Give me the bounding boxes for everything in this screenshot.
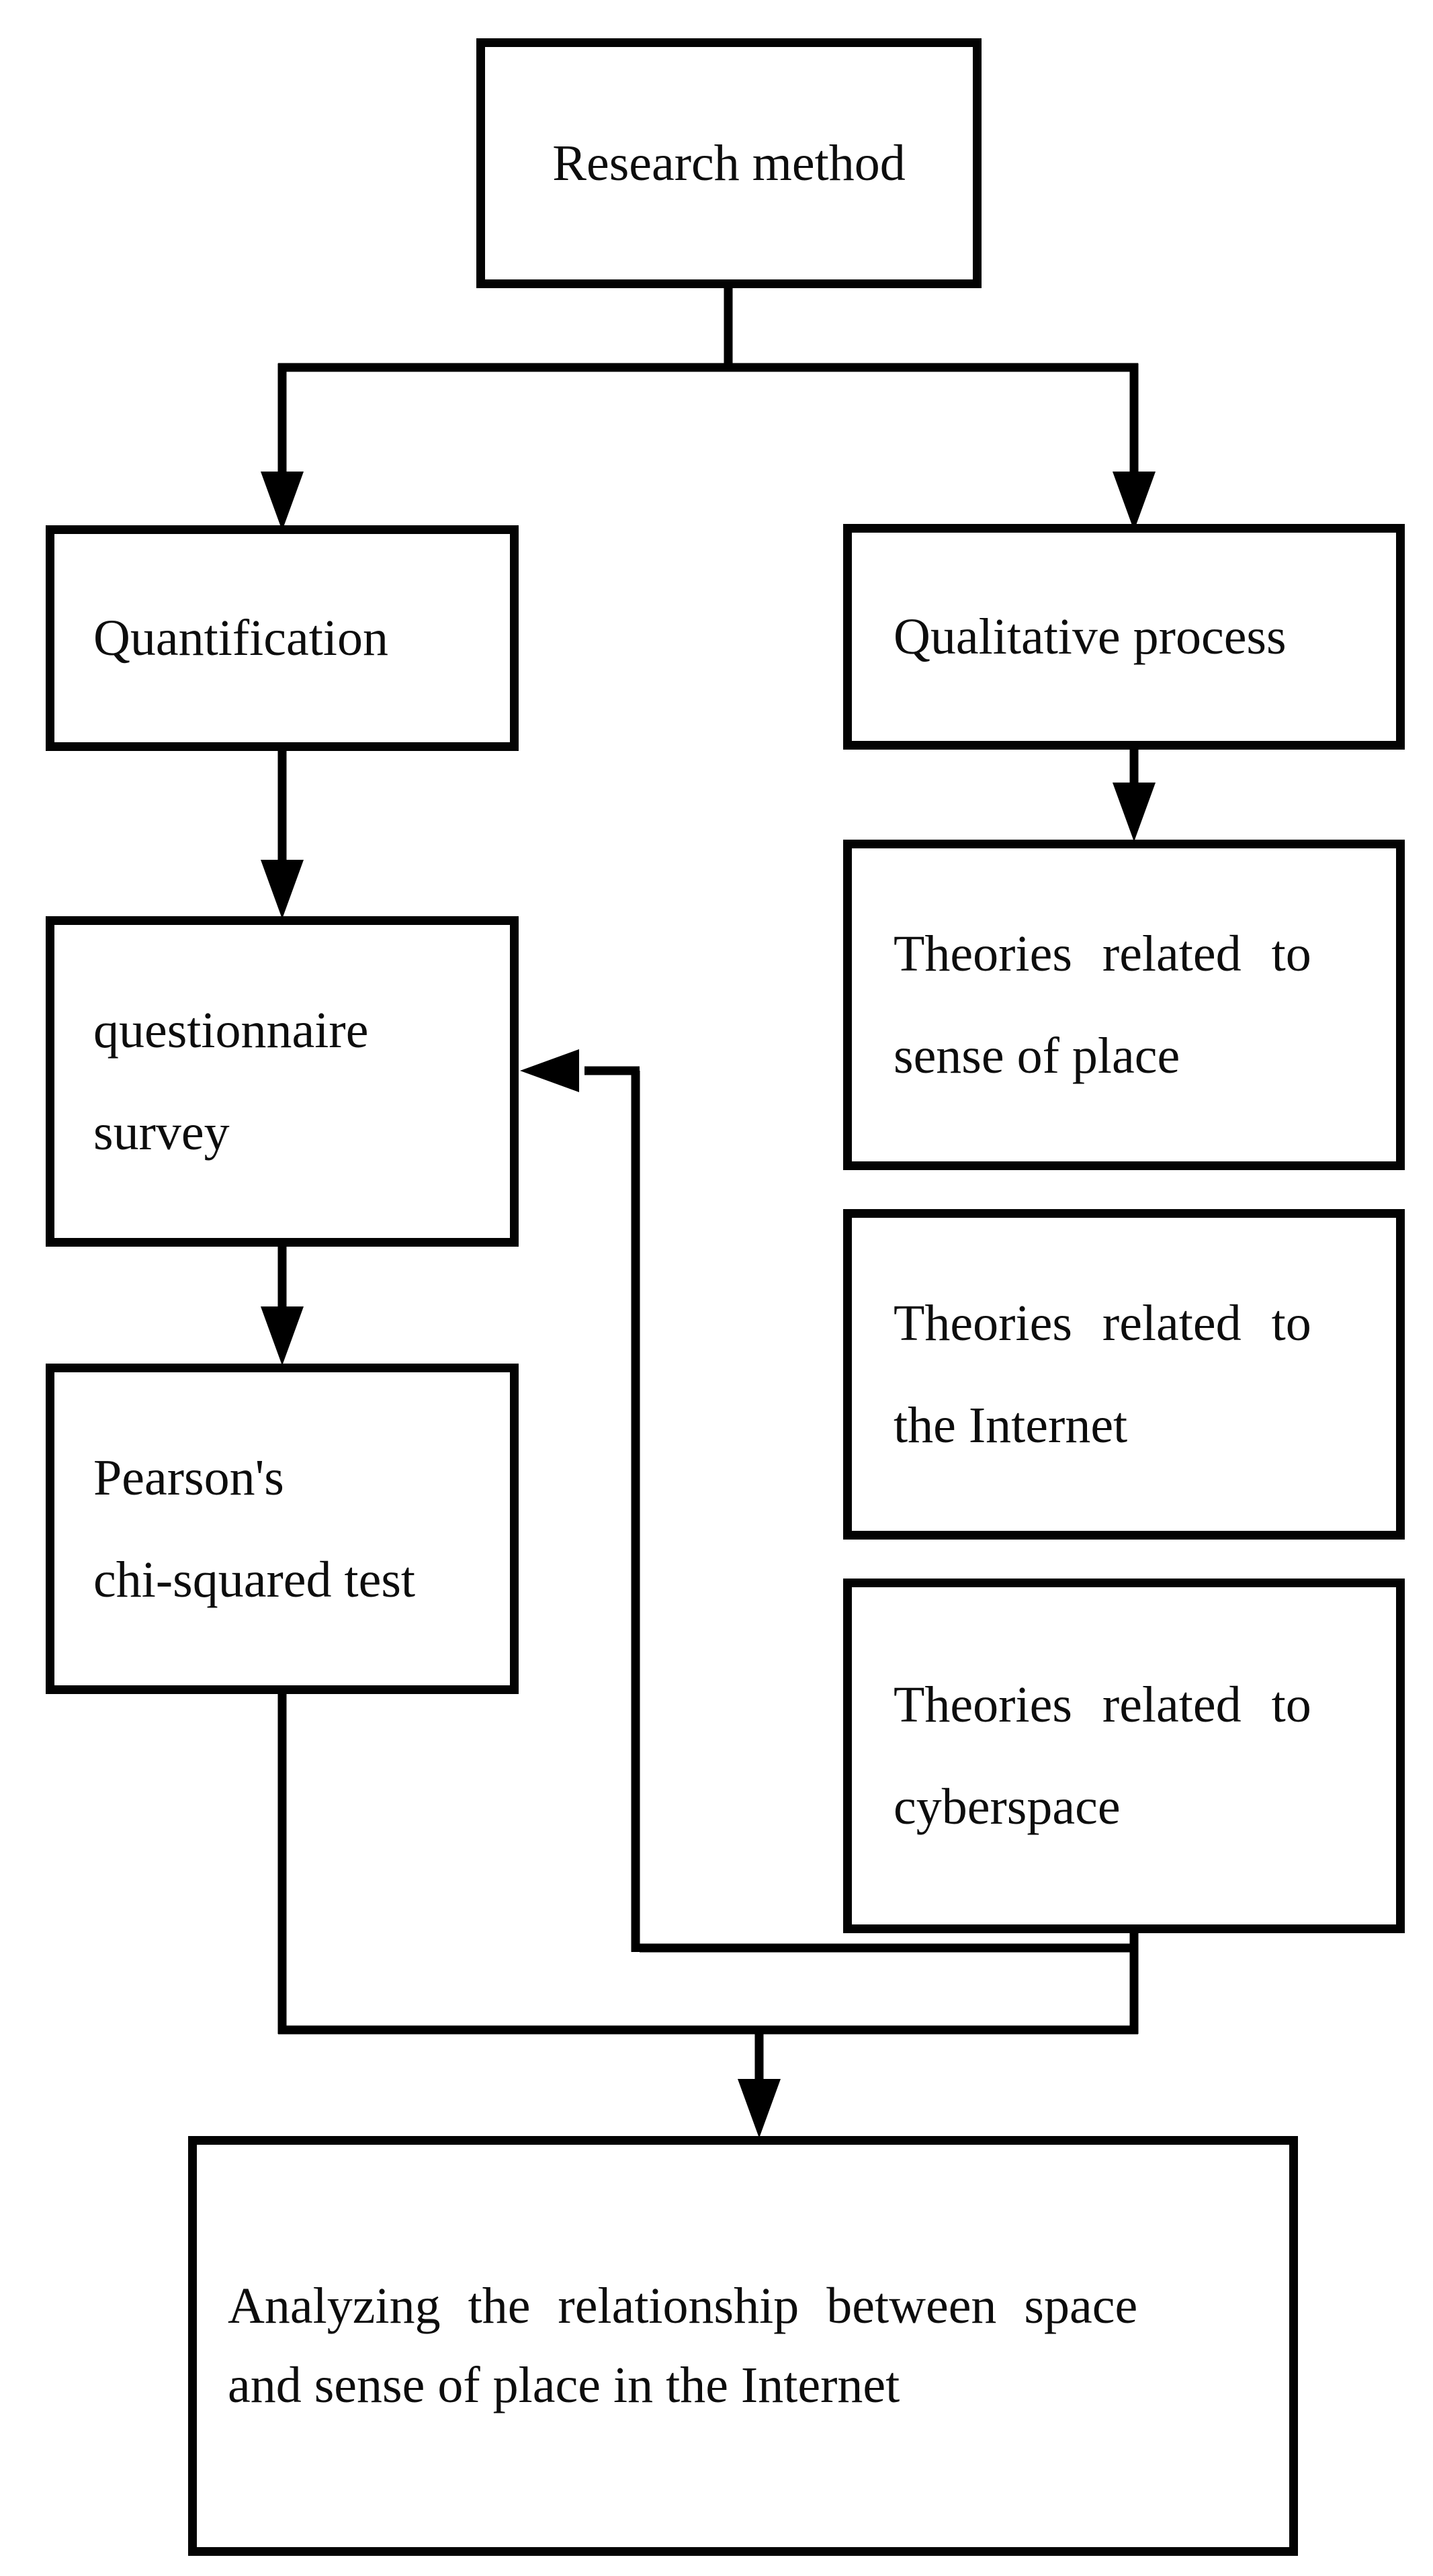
node-theories-internet-line1: Theories related to [894,1295,1311,1351]
node-qualitative-process: Qualitative process [843,524,1405,750]
node-theories-cyberspace-line2: cyberspace [894,1779,1121,1835]
node-questionnaire-survey: questionnaire survey [46,916,519,1247]
node-analyzing-line2: and sense of place in the Internet [228,2356,900,2413]
node-theories-sense-of-place: Theories related to sense of place [843,840,1405,1170]
arrowhead-feedback-questionnaire [520,1049,579,1092]
arrowhead-pearson [261,1306,304,1366]
arrowhead-final [738,2079,781,2138]
arrowhead-theories-sense [1113,783,1156,842]
node-pearsons-line2: chi-squared test [93,1552,416,1608]
arrowhead-qualitative [1113,472,1156,531]
node-analyzing-line1: Analyzing the relationship between space [228,2277,1138,2334]
node-quantification: Quantification [46,525,519,751]
node-theories-sense-line1: Theories related to [894,926,1311,982]
node-theories-internet-line2: the Internet [894,1397,1128,1454]
node-pearsons-line1: Pearson's [93,1450,284,1506]
node-research-method: Research method [476,38,982,288]
node-theories-cyberspace-line1: Theories related to [894,1677,1311,1733]
node-questionnaire-survey-line2: survey [93,1104,230,1161]
node-quantification-label: Quantification [93,610,388,666]
arrowhead-quantification [261,472,304,531]
arrowhead-questionnaire [261,860,304,919]
node-pearsons-chi-squared-test: Pearson's chi-squared test [46,1364,519,1694]
node-analyzing-relationship: Analyzing the relationship between space… [188,2136,1298,2556]
node-questionnaire-survey-line1: questionnaire [93,1002,369,1059]
node-qualitative-process-label: Qualitative process [894,609,1287,665]
node-theories-internet: Theories related to the Internet [843,1209,1405,1540]
node-theories-sense-line2: sense of place [894,1028,1180,1084]
node-research-method-label: Research method [552,135,906,191]
node-theories-cyberspace: Theories related to cyberspace [843,1579,1405,1933]
